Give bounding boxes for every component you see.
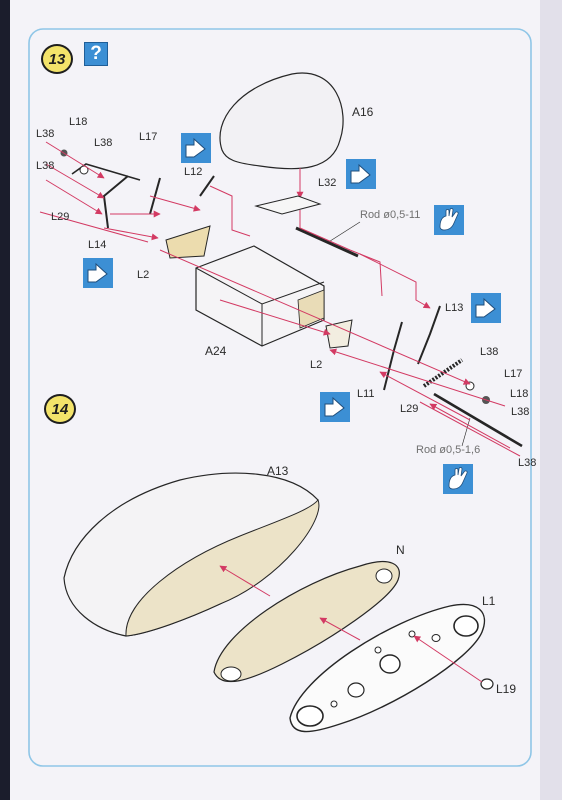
step-frame [28, 28, 532, 767]
label-a13: A13 [267, 464, 289, 478]
rod-1-6 [433, 392, 523, 448]
label-a16: A16 [352, 105, 374, 119]
panel-n [213, 561, 400, 683]
label-l38: L38 [518, 457, 537, 469]
seat-box-a24 [195, 245, 325, 347]
label-l32: L32 [318, 177, 337, 189]
label-l29: L29 [51, 211, 70, 223]
hand-icon [434, 205, 464, 235]
step-13-badge: 13 [41, 44, 73, 74]
label-rod-1-6: Rod ø0,5-1,6 [416, 444, 481, 456]
headrest-a16 [219, 72, 344, 170]
label-rod-11: Rod ø0,5-11 [360, 209, 421, 221]
label-l13: L13 [445, 302, 464, 314]
flip-part-icon [181, 133, 211, 163]
headrest-bracket [254, 195, 322, 215]
label-l2: L2 [137, 269, 150, 281]
label-l38: L38 [480, 346, 499, 358]
rod-11-leader [326, 221, 361, 244]
step-14-badge: 14 [44, 394, 76, 424]
label-l17: L17 [504, 368, 523, 380]
assembly-arrows-14 [219, 565, 483, 683]
bracket-l2-b [325, 319, 353, 349]
knob-l19 [480, 678, 494, 690]
label-n: N [396, 543, 405, 557]
page-spine-shadow [0, 0, 10, 800]
hand-icon [443, 464, 473, 494]
flip-part-icon [320, 392, 350, 422]
label-l38: L38 [36, 160, 55, 172]
bracket-l2 [165, 225, 211, 259]
label-l38: L38 [36, 128, 55, 140]
label-l14: L14 [88, 239, 107, 251]
rod-11 [295, 226, 359, 258]
assembly-arrows-13 [39, 141, 521, 457]
label-l2: L2 [310, 359, 323, 371]
label-l11: L11 [357, 388, 375, 400]
flip-part-icon [471, 293, 501, 323]
label-l18: L18 [510, 388, 529, 400]
label-l29: L29 [400, 403, 419, 415]
page-right-shade [540, 0, 562, 800]
label-l17: L17 [139, 131, 158, 143]
label-l38: L38 [94, 137, 113, 149]
label-l18: L18 [69, 116, 88, 128]
flip-part-icon [83, 258, 113, 288]
help-icon[interactable]: ? [84, 42, 108, 66]
label-l19: L19 [496, 682, 517, 696]
label-l1: L1 [482, 594, 496, 608]
label-l12: L12 [184, 166, 203, 178]
flip-part-icon [346, 159, 376, 189]
label-a24: A24 [205, 344, 227, 358]
label-l38: L38 [511, 406, 530, 418]
